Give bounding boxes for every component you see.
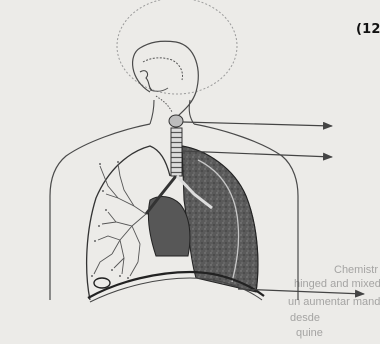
arrow-larynx [183,122,332,126]
pharynx [156,96,172,112]
torso-outline-left [50,124,150,300]
nasal-cavity [143,58,183,80]
neck-left [150,100,154,124]
right-lung-tissue [182,146,258,292]
larynx [169,115,183,127]
heart [148,197,190,256]
trachea [171,128,182,176]
small-oval-marker [94,278,110,288]
marks-label: (12 [356,22,380,37]
head-halo-outline [117,0,237,94]
bronchial-tree [94,164,146,276]
neck-right [189,100,194,124]
head-outline [133,41,199,116]
